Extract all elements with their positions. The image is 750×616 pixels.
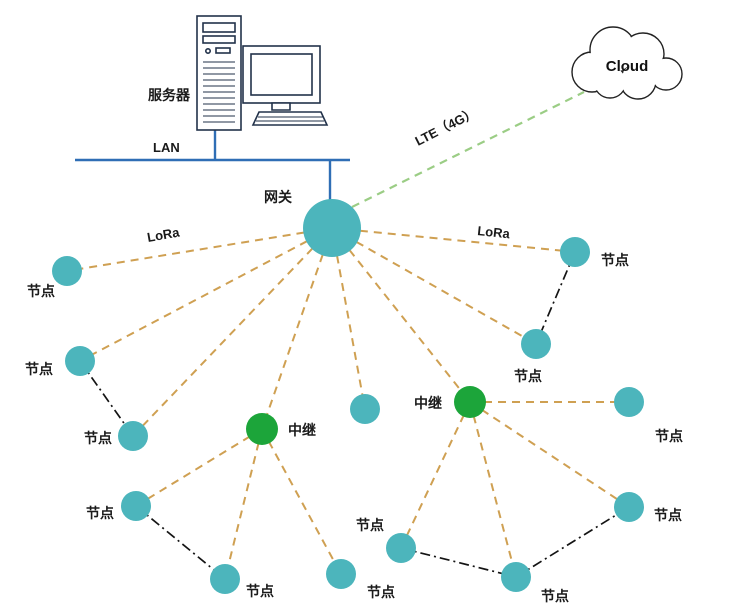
- monitor-screen: [250, 53, 313, 96]
- server-tower: [196, 15, 242, 131]
- node-label-n5: 节点: [246, 583, 274, 599]
- edge-lora: [261, 227, 333, 430]
- edge-lora: [261, 428, 342, 575]
- server-slot: [215, 47, 231, 54]
- server-vent-grille: [203, 61, 235, 123]
- link-label-0: LAN: [153, 140, 180, 155]
- edge-layer: [66, 91, 630, 580]
- node-n10: [614, 492, 644, 522]
- edge-adhoc: [515, 506, 630, 578]
- edge-lora: [135, 428, 263, 507]
- edge-lora: [331, 227, 366, 410]
- edge-lora: [469, 401, 517, 578]
- edge-adhoc: [535, 251, 576, 345]
- monitor-stand: [271, 102, 291, 111]
- node-n7: [350, 394, 380, 424]
- gateway-gateway: [303, 199, 361, 257]
- node-label-n1: 节点: [27, 283, 55, 299]
- edge-lora: [331, 227, 471, 403]
- server-drive-bay: [202, 22, 236, 33]
- node-n12: [521, 329, 551, 359]
- relay-relay2: [454, 386, 486, 418]
- edge-lora: [331, 227, 576, 253]
- node-label-n13: 节点: [601, 252, 629, 268]
- edge-lora: [331, 227, 537, 345]
- node-n6: [326, 559, 356, 589]
- node-n5: [210, 564, 240, 594]
- link-label-2: LoRa: [477, 223, 512, 241]
- node-label-n3: 节点: [84, 430, 112, 446]
- relay-label-relay1: 中继: [288, 422, 316, 438]
- server-label: 服务器: [148, 87, 191, 103]
- cloud-label: Cloud: [606, 58, 649, 75]
- node-n9: [501, 562, 531, 592]
- edge-adhoc: [135, 505, 226, 580]
- server-icon: [196, 15, 329, 131]
- keyboard: [251, 111, 329, 126]
- node-label-n2: 节点: [25, 361, 53, 377]
- link-label-1: LoRa: [146, 224, 181, 245]
- keyboard-keys: [256, 116, 324, 122]
- edge-lora: [224, 428, 263, 580]
- server-drive-bay: [202, 35, 236, 44]
- node-n3: [118, 421, 148, 451]
- relay-relay1: [246, 413, 278, 445]
- server-power-button: [205, 47, 212, 54]
- node-label-n12: 节点: [514, 368, 542, 384]
- edge-lora: [79, 227, 333, 362]
- node-n1: [52, 256, 82, 286]
- edge-adhoc: [400, 547, 517, 578]
- node-n11: [614, 387, 644, 417]
- node-n13: [560, 237, 590, 267]
- node-label-n10: 节点: [654, 507, 682, 523]
- edge-lte: [351, 91, 585, 208]
- cloud-shape: Cloud: [571, 26, 683, 100]
- node-n2: [65, 346, 95, 376]
- link-label-3: LTE（4G）: [413, 105, 479, 149]
- edge-lora: [132, 227, 333, 437]
- node-n8: [386, 533, 416, 563]
- edge-lora: [400, 401, 471, 549]
- node-n4: [121, 491, 151, 521]
- relay-label-relay2: 中继: [414, 395, 442, 411]
- edge-lora: [469, 401, 630, 508]
- node-label-n9: 节点: [541, 588, 569, 604]
- node-label-n6: 节点: [367, 584, 395, 600]
- node-layer: [52, 199, 644, 594]
- node-label-n11: 节点: [655, 428, 683, 444]
- node-label-n8: 节点: [356, 517, 384, 533]
- gateway-label-gateway: 网关: [264, 189, 292, 205]
- edge-adhoc: [79, 360, 134, 437]
- edge-lora: [66, 227, 333, 272]
- node-label-n4: 节点: [86, 505, 114, 521]
